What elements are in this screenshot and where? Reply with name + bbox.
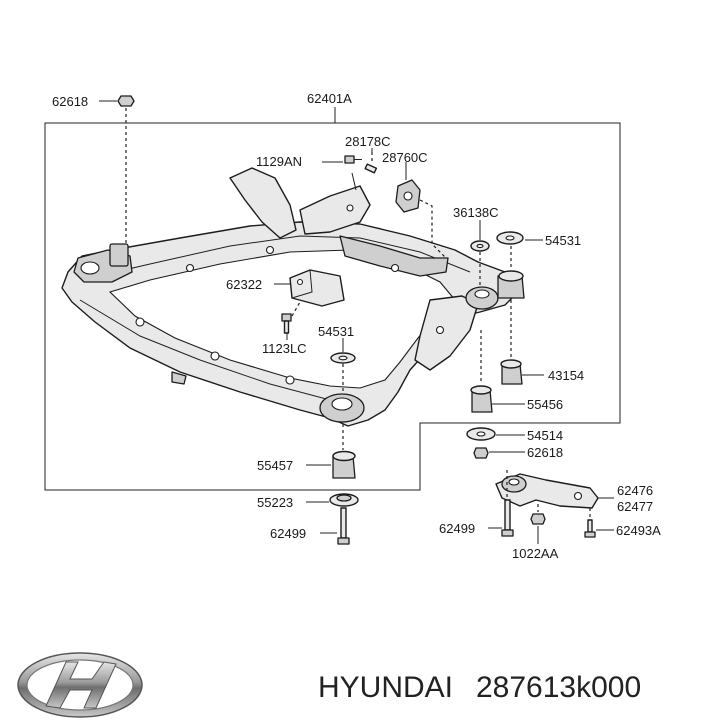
washer-54531-mid bbox=[330, 352, 356, 392]
subframe-upper-cross bbox=[229, 167, 297, 239]
leader-lines bbox=[99, 100, 614, 544]
washer-54514 bbox=[466, 427, 496, 441]
label-55457: 55457 bbox=[257, 458, 293, 473]
label-62477: 62477 bbox=[617, 499, 653, 514]
subframe-rear-bracket bbox=[299, 185, 371, 235]
label-28178C: 28178C bbox=[345, 134, 391, 149]
label-54531-mid: 54531 bbox=[318, 324, 354, 339]
label-43154: 43154 bbox=[548, 368, 584, 383]
part-number: 287613k000 bbox=[476, 671, 641, 704]
label-62618-right: 62618 bbox=[527, 445, 563, 460]
washer-36138C bbox=[470, 240, 490, 288]
hanger-28760C bbox=[395, 179, 447, 259]
pin-28178C bbox=[364, 152, 378, 174]
nut-1022AA bbox=[530, 504, 546, 525]
nut-62618-right bbox=[473, 447, 489, 459]
hyundai-logo-icon bbox=[17, 652, 143, 718]
label-62493A: 62493A bbox=[616, 523, 661, 538]
label-36138C: 36138C bbox=[453, 205, 499, 220]
label-62476: 62476 bbox=[617, 483, 653, 498]
bushing-55456 bbox=[470, 330, 493, 413]
label-62618-top: 62618 bbox=[52, 94, 88, 109]
label-1123LC: 1123LC bbox=[262, 341, 307, 356]
bushing-55457 bbox=[332, 424, 356, 479]
bracket-62322 bbox=[289, 269, 345, 307]
label-54514: 54514 bbox=[527, 428, 563, 443]
bushing-43154 bbox=[500, 359, 523, 385]
bushing-rear-right bbox=[497, 246, 525, 358]
brand-name: HYUNDAI bbox=[318, 671, 453, 704]
bolt-62493A bbox=[584, 508, 596, 538]
label-55223: 55223 bbox=[257, 495, 293, 510]
bolt-1129AN bbox=[344, 155, 362, 164]
bolt-62499-left bbox=[337, 507, 350, 545]
label-1129AN: 1129AN bbox=[256, 154, 302, 169]
bracket-62476-62477 bbox=[495, 473, 599, 509]
nut-62618-top bbox=[117, 95, 135, 244]
subframe-crossmember bbox=[61, 167, 521, 427]
assembly-outline bbox=[44, 122, 621, 491]
label-55456: 55456 bbox=[527, 397, 563, 412]
washer-55223 bbox=[329, 493, 359, 507]
label-62322: 62322 bbox=[226, 277, 262, 292]
label-62499-right: 62499 bbox=[439, 521, 475, 536]
washer-54531-right bbox=[496, 231, 524, 245]
label-28760C: 28760C bbox=[382, 150, 428, 165]
bolt-62499-right bbox=[501, 470, 514, 537]
label-54531-right: 54531 bbox=[545, 233, 581, 248]
label-62499-left: 62499 bbox=[270, 526, 306, 541]
label-1022AA: 1022AA bbox=[512, 546, 559, 561]
label-62401A: 62401A bbox=[307, 91, 352, 106]
